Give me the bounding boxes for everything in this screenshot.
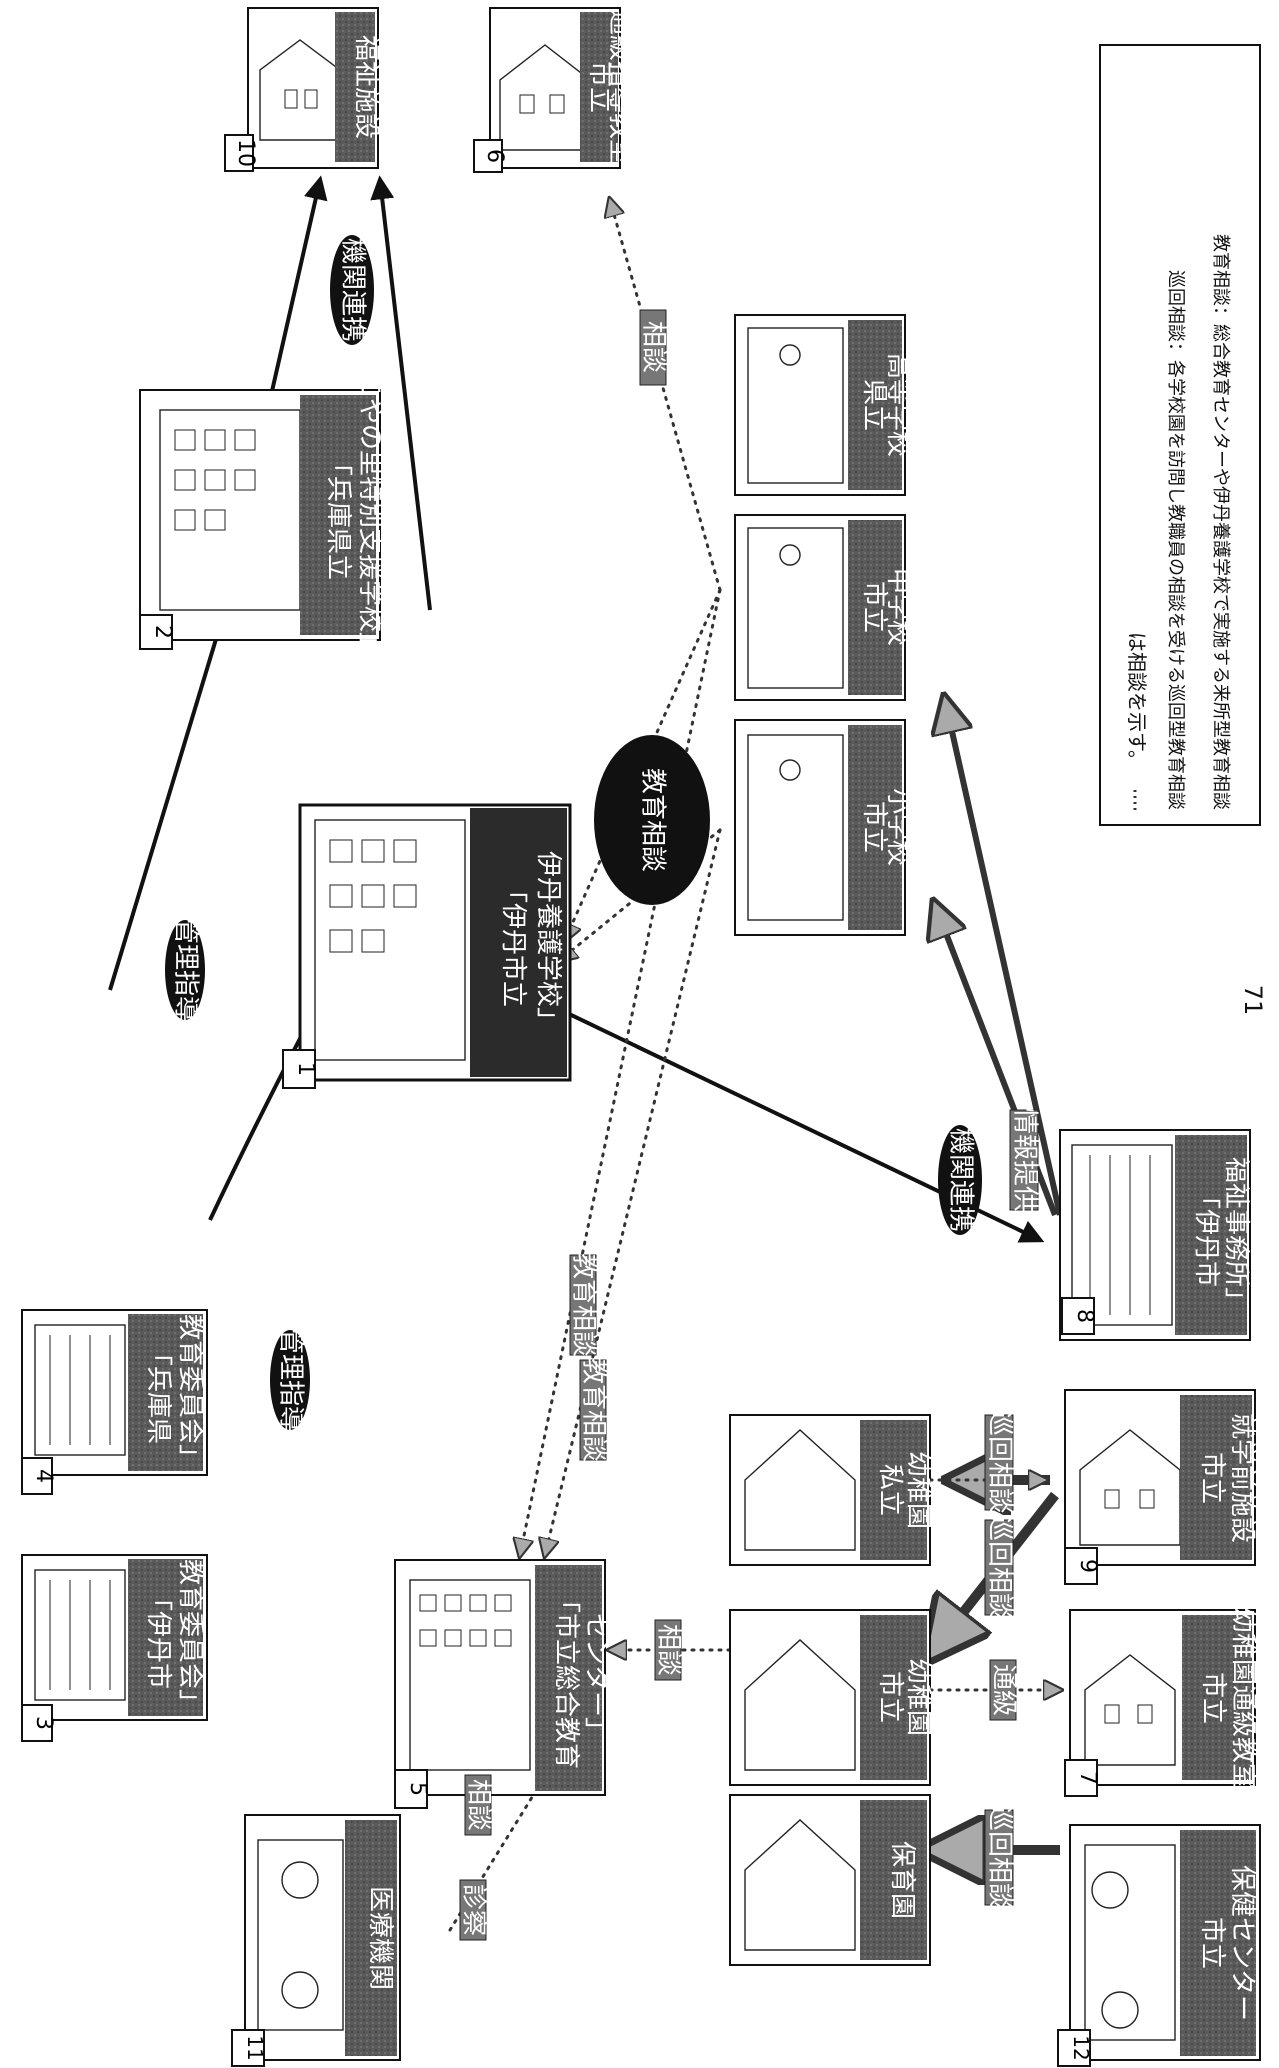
label-soudan-3: 相談	[464, 1779, 494, 1831]
node-private-kindergarten: 私立 幼稚園	[730, 1415, 933, 1565]
node-3-sub: 教育委員会」	[175, 1559, 205, 1715]
node-5-sub: センター」	[581, 1613, 611, 1743]
node-city-kindergarten: 市立 幼稚園	[730, 1610, 933, 1785]
node-1-title: 「伊丹市立	[498, 877, 528, 1007]
label-junkai-1: 巡回相談	[985, 1410, 1015, 1514]
node-3-itami-board: 「伊丹市 教育委員会」 3	[22, 1555, 207, 1741]
high-sub: 高等学校	[883, 353, 913, 457]
private-kg-title: 私立	[875, 1464, 905, 1516]
node-11-medical: 医療機関 11	[232, 1815, 400, 2066]
node-4-sub: 教育委員会」	[175, 1314, 205, 1470]
node-12-number: 12	[1069, 2035, 1093, 2060]
node-2-number: 2	[150, 625, 175, 639]
node-nursery: 保育園	[730, 1795, 930, 1965]
center-building-icon	[410, 1580, 530, 1770]
node-10-title: 福祉施設	[351, 35, 381, 139]
node-7-sub: 幼稚園通級教室	[1228, 1607, 1258, 1789]
clock-icon	[780, 345, 800, 365]
label-soudan-2: 相談	[654, 1624, 684, 1676]
node-4-number: 4	[31, 1469, 56, 1483]
city-kg-title: 市立	[875, 1671, 905, 1723]
label-kanri-2: 管理指導	[276, 1328, 306, 1432]
label-kyoiku-3: 教育相談	[579, 1358, 609, 1462]
node-1-itami-yogo-school: 「伊丹市立 伊丹養護学校」 1	[283, 805, 570, 1088]
city-kg-sub: 幼稚園	[903, 1658, 933, 1736]
label-kyoiku-2: 教育相談	[569, 1253, 599, 1357]
label-joho: 情報提供	[1010, 1108, 1040, 1212]
node-2-sub: こやの里特別支援学校」	[355, 372, 385, 658]
node-8-sub: 福祉事務所」	[1221, 1157, 1251, 1313]
arrow-1-to-10	[380, 180, 430, 610]
mid-sub: 中学校	[883, 568, 913, 646]
node-9-number: 9	[1075, 1559, 1100, 1573]
label-junkai-3: 巡回相談	[985, 1805, 1015, 1909]
government-building-icon	[35, 1570, 125, 1700]
node-8-number: 8	[1072, 1309, 1097, 1323]
node-8-welfare-office: 「伊丹市 福祉事務所」 8	[1060, 1130, 1251, 1340]
node-1-sub: 伊丹養護学校」	[533, 851, 563, 1033]
private-kg-sub: 幼稚園	[903, 1451, 933, 1529]
node-middle-school: 市立 中学校	[735, 515, 913, 700]
node-11-title: 医療機関	[365, 1886, 395, 1990]
node-11-number: 11	[243, 2035, 267, 2060]
legend: は相談を示す。 巡回相談：各学校園を訪問し教職員の相談を受ける巡回型教育相談 教…	[1100, 45, 1260, 825]
node-2-title: 「兵庫県立	[323, 450, 353, 580]
school-building-icon	[315, 820, 465, 1060]
school-building-icon	[160, 410, 300, 610]
node-4-hyogo-board: 「兵庫県 教育委員会」 4	[22, 1310, 207, 1494]
node-8-title: 「伊丹市	[1191, 1183, 1221, 1287]
label-junkai-2: 巡回相談	[985, 1515, 1015, 1619]
elem-sub: 小学校	[883, 788, 913, 866]
node-10-welfare-facility: 福祉施設 10	[225, 8, 381, 171]
government-building-icon	[35, 1325, 125, 1455]
hospital-icon	[258, 1840, 343, 2030]
node-12-sub: 保健センター	[1227, 1865, 1257, 2021]
node-9-preschool: 市立 就学前施設 9	[1065, 1390, 1257, 1584]
node-6-sub: 通級指導教室	[605, 9, 635, 165]
arrow-2-to-10	[270, 180, 320, 400]
label-kikan-1: 機関連携	[338, 238, 368, 342]
node-9-sub: 就学前施設	[1227, 1413, 1257, 1543]
node-5-education-center: 「市立総合教育 センター」 5	[395, 1560, 611, 1808]
node-12-title: 市立	[1197, 1917, 1227, 1969]
legend-line3: 教育相談：総合教育センターや伊丹養護学校で実施する来所型教育相談	[1210, 234, 1231, 810]
clock-icon	[780, 760, 800, 780]
label-tsukyu: 通級	[989, 1664, 1019, 1716]
nursery-title: 保育園	[887, 1841, 917, 1919]
node-10-number: 10	[233, 139, 258, 167]
node-4-title: 「兵庫県	[143, 1340, 173, 1444]
label-soudan-1: 相談	[639, 321, 669, 373]
hospital-icon	[1085, 1845, 1175, 2040]
node-7-number: 7	[1075, 1771, 1100, 1785]
node-high-school: 県立 高等学校	[735, 315, 913, 495]
node-7-kg-tsukyu: 市立 幼稚園通級教室 7	[1065, 1607, 1258, 1796]
legend-line1: は相談を示す。	[1125, 632, 1149, 770]
label-kanri-1: 管理指導	[171, 918, 201, 1022]
node-5-number: 5	[405, 1782, 430, 1796]
node-3-number: 3	[31, 1716, 56, 1730]
node-6-number: 6	[482, 149, 507, 163]
node-1-number: 1	[293, 1062, 318, 1076]
page-number: 71	[1239, 985, 1267, 1016]
node-9-title: 市立	[1197, 1452, 1227, 1504]
clock-icon	[780, 545, 800, 565]
dot-mid-to-6	[610, 200, 720, 590]
node-6-tsukyu-classroom: 市立 通級指導教室 6	[474, 8, 635, 172]
node-elementary-school: 市立 小学校	[735, 720, 913, 935]
node-5-title: 「市立総合教育	[551, 1587, 581, 1769]
label-kikan-2: 機関連携	[946, 1128, 976, 1232]
legend-line2: 巡回相談：各学校園を訪問し教職員の相談を受ける巡回型教育相談	[1165, 270, 1186, 810]
label-shinsatsu: 診察	[459, 1884, 489, 1936]
node-2-koyanosato-school: 「兵庫県立 こやの里特別支援学校」 2	[140, 372, 385, 658]
node-3-title: 「伊丹市	[143, 1585, 173, 1689]
node-12-health-center: 市立 保健センター 12	[1058, 1825, 1260, 2066]
label-kyoiku: 教育相談	[638, 768, 668, 872]
node-7-title: 市立	[1198, 1672, 1228, 1724]
